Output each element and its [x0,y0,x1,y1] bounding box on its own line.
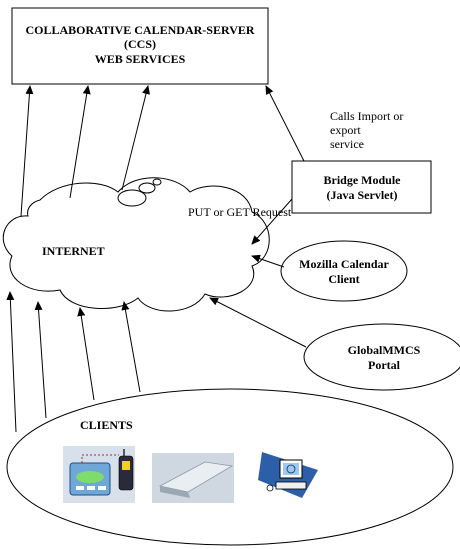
ccs-title-line2: (CCS) [124,37,156,51]
mozilla-calendar-client: Mozilla Calendar Client [281,241,407,301]
bridge-line1: Bridge Module [324,173,402,187]
arrow-internet-ccs-3 [122,86,148,190]
calls-label-line1: Calls Import or [330,109,403,123]
bridge-line2: (Java Servlet) [327,188,398,202]
globalmmcs-portal: GlobalMMCS Portal [304,324,460,390]
pda-phone-icon [63,446,135,503]
arrow-clients-internet-1 [10,292,16,432]
internet-label: INTERNET [42,244,105,258]
calls-service-label: Calls Import or export service [330,109,403,151]
cloud-bubble-medium [139,183,155,193]
arrow-internet-ccs-2 [70,86,88,198]
cloud-bubble-small [153,179,161,185]
laptop-icon [152,453,234,503]
globalmmcs-line2: Portal [368,358,401,372]
clients-label: CLIENTS [80,418,133,432]
arrow-clients-internet-4 [124,302,140,392]
globalmmcs-line1: GlobalMMCS [348,343,421,357]
ccs-web-services-box: COLLABORATIVE CALENDAR-SERVER (CCS) WEB … [12,8,268,84]
calls-label-line3: service [330,137,364,151]
calls-label-line2: export [330,123,361,137]
bridge-module-box: Bridge Module (Java Servlet) [292,161,431,213]
cloud-bubble-large [118,190,146,206]
arrow-bridge-to-ccs [266,86,304,161]
arrow-internet-ccs-1 [21,86,30,216]
mozilla-line2: Client [328,272,359,286]
mozilla-line1: Mozilla Calendar [299,257,389,271]
arrow-clients-internet-2 [38,302,46,418]
ccs-title-line3: WEB SERVICES [95,52,186,66]
arrow-clients-internet-3 [80,308,94,400]
arrow-globalmmcs-to-internet [210,298,306,347]
ccs-title-line1: COLLABORATIVE CALENDAR-SERVER [25,23,254,37]
internet-cloud: INTERNET [3,178,269,311]
